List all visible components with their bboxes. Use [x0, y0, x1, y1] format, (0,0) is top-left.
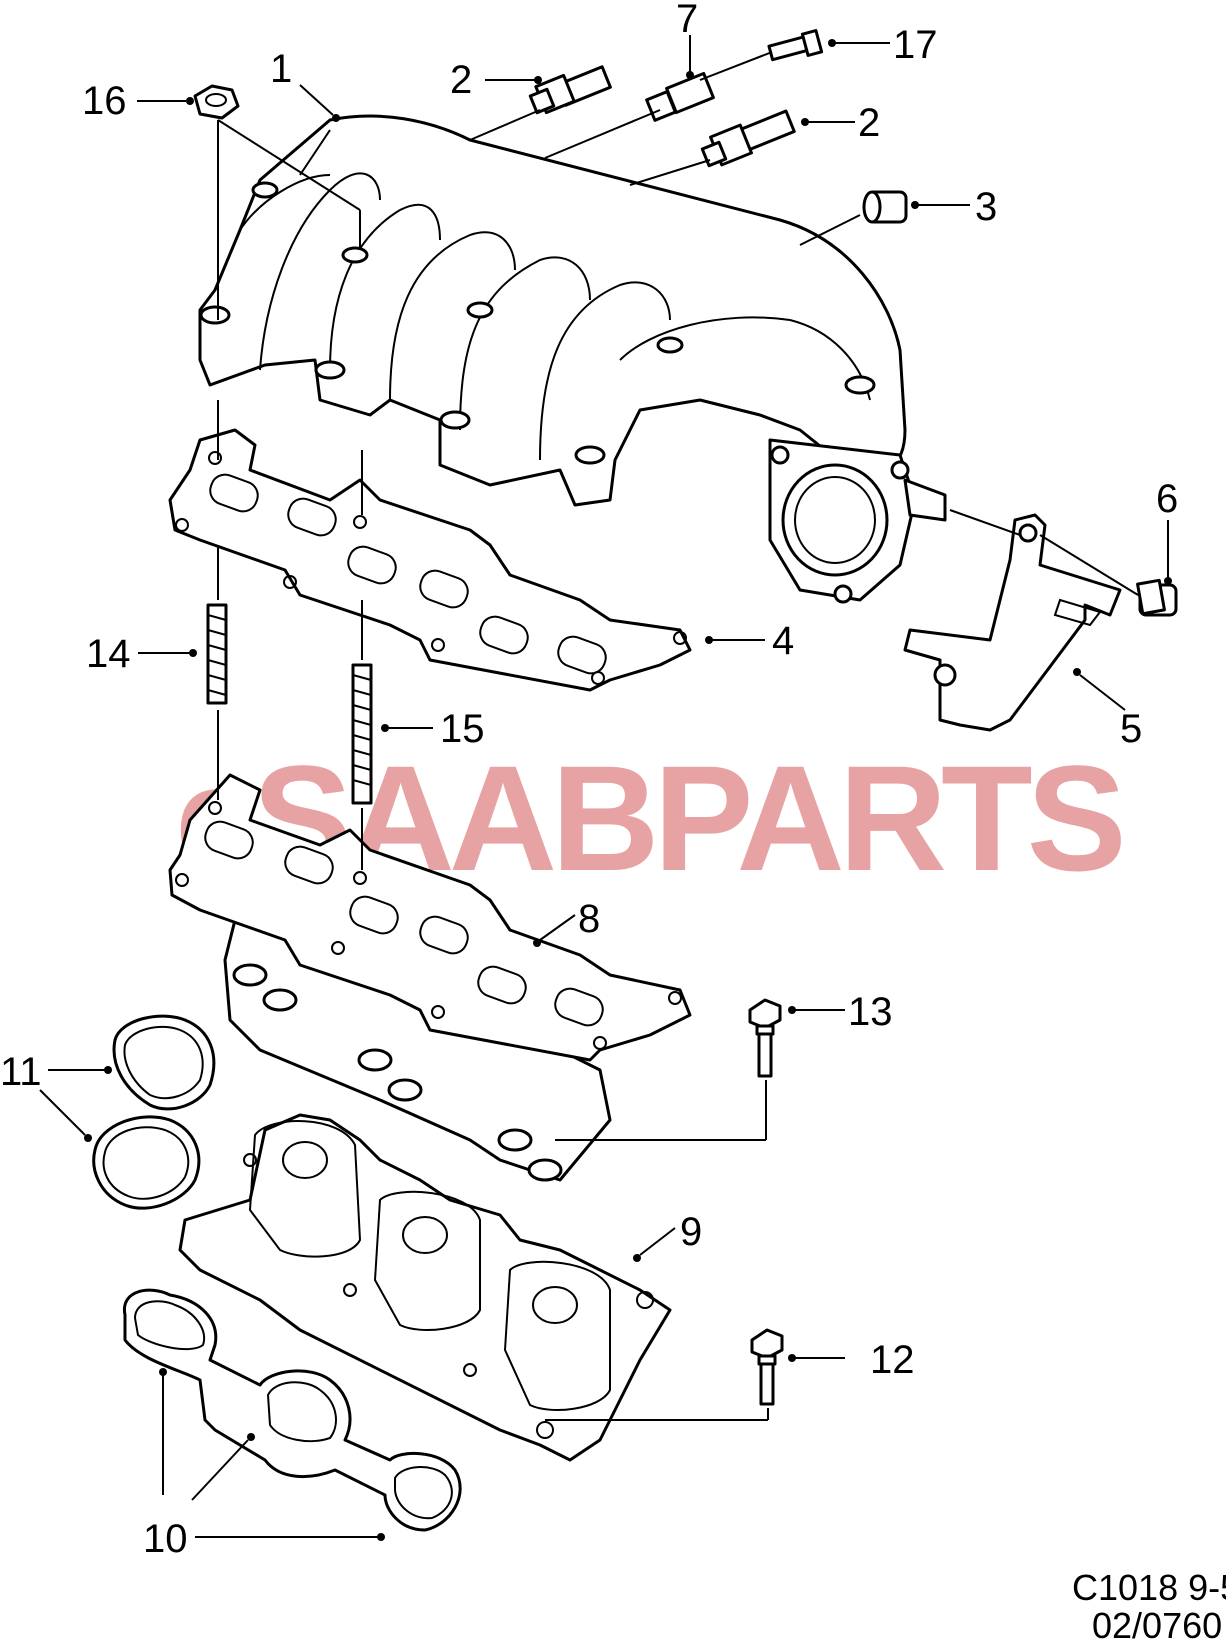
- callout-6: 6: [1156, 477, 1178, 521]
- callout-17: 17: [893, 23, 938, 67]
- svg-text:eSAABPARTS: eSAABPARTS: [175, 734, 1122, 902]
- callout-15: 15: [440, 707, 485, 751]
- callout-2-upper: 2: [450, 58, 472, 102]
- bolt-17: [767, 29, 824, 62]
- callout-1: 1: [270, 47, 292, 91]
- stud-15: [351, 663, 373, 805]
- callout-16: 16: [82, 79, 127, 123]
- figure-reference: C1018 9-5 02/0760: [1072, 1567, 1226, 1645]
- callout-12: 12: [870, 1338, 915, 1382]
- callout-11: 11: [0, 1050, 42, 1094]
- leader-lines: [39, 35, 1172, 1541]
- lower-manifold-gasket: [168, 773, 692, 1062]
- nut-16: [193, 84, 240, 120]
- sensor-upper: [528, 65, 612, 115]
- bolt-12: [750, 1328, 784, 1406]
- figure-code: C1018 9-5: [1072, 1567, 1226, 1608]
- sensor-lower: [700, 109, 796, 168]
- upper-intake-manifold: [198, 114, 947, 604]
- callout-3: 3: [975, 185, 997, 229]
- callout-4: 4: [772, 619, 794, 663]
- triple-gasket: [123, 1288, 462, 1532]
- callout-7: 7: [676, 0, 698, 41]
- bracket-5: [903, 513, 1122, 732]
- temperature-sender: [645, 71, 715, 122]
- callout-9: 9: [680, 1210, 702, 1254]
- watermark: eSAABPARTS: [175, 734, 1128, 902]
- plenum-base: [178, 1113, 672, 1462]
- stud-14: [206, 603, 228, 705]
- callout-10: 10: [143, 1517, 188, 1561]
- plug-3: [862, 190, 908, 224]
- bolt-6: [1136, 578, 1178, 617]
- watermark-suffix: PARTS: [653, 734, 1121, 902]
- o-ring-seals: [92, 1014, 216, 1210]
- callout-labels: 16 1 2 7 17 2 3 6 4 5 14 15 8 13 11 9 12…: [0, 0, 1178, 1561]
- callout-2-lower: 2: [858, 101, 880, 145]
- callout-8: 8: [578, 897, 600, 941]
- callout-13: 13: [848, 990, 893, 1034]
- upper-gasket: [168, 428, 692, 692]
- callout-5: 5: [1120, 707, 1142, 751]
- bolt-13: [748, 998, 782, 1078]
- figure-date: 02/0760: [1092, 1605, 1222, 1640]
- callout-14: 14: [86, 632, 131, 676]
